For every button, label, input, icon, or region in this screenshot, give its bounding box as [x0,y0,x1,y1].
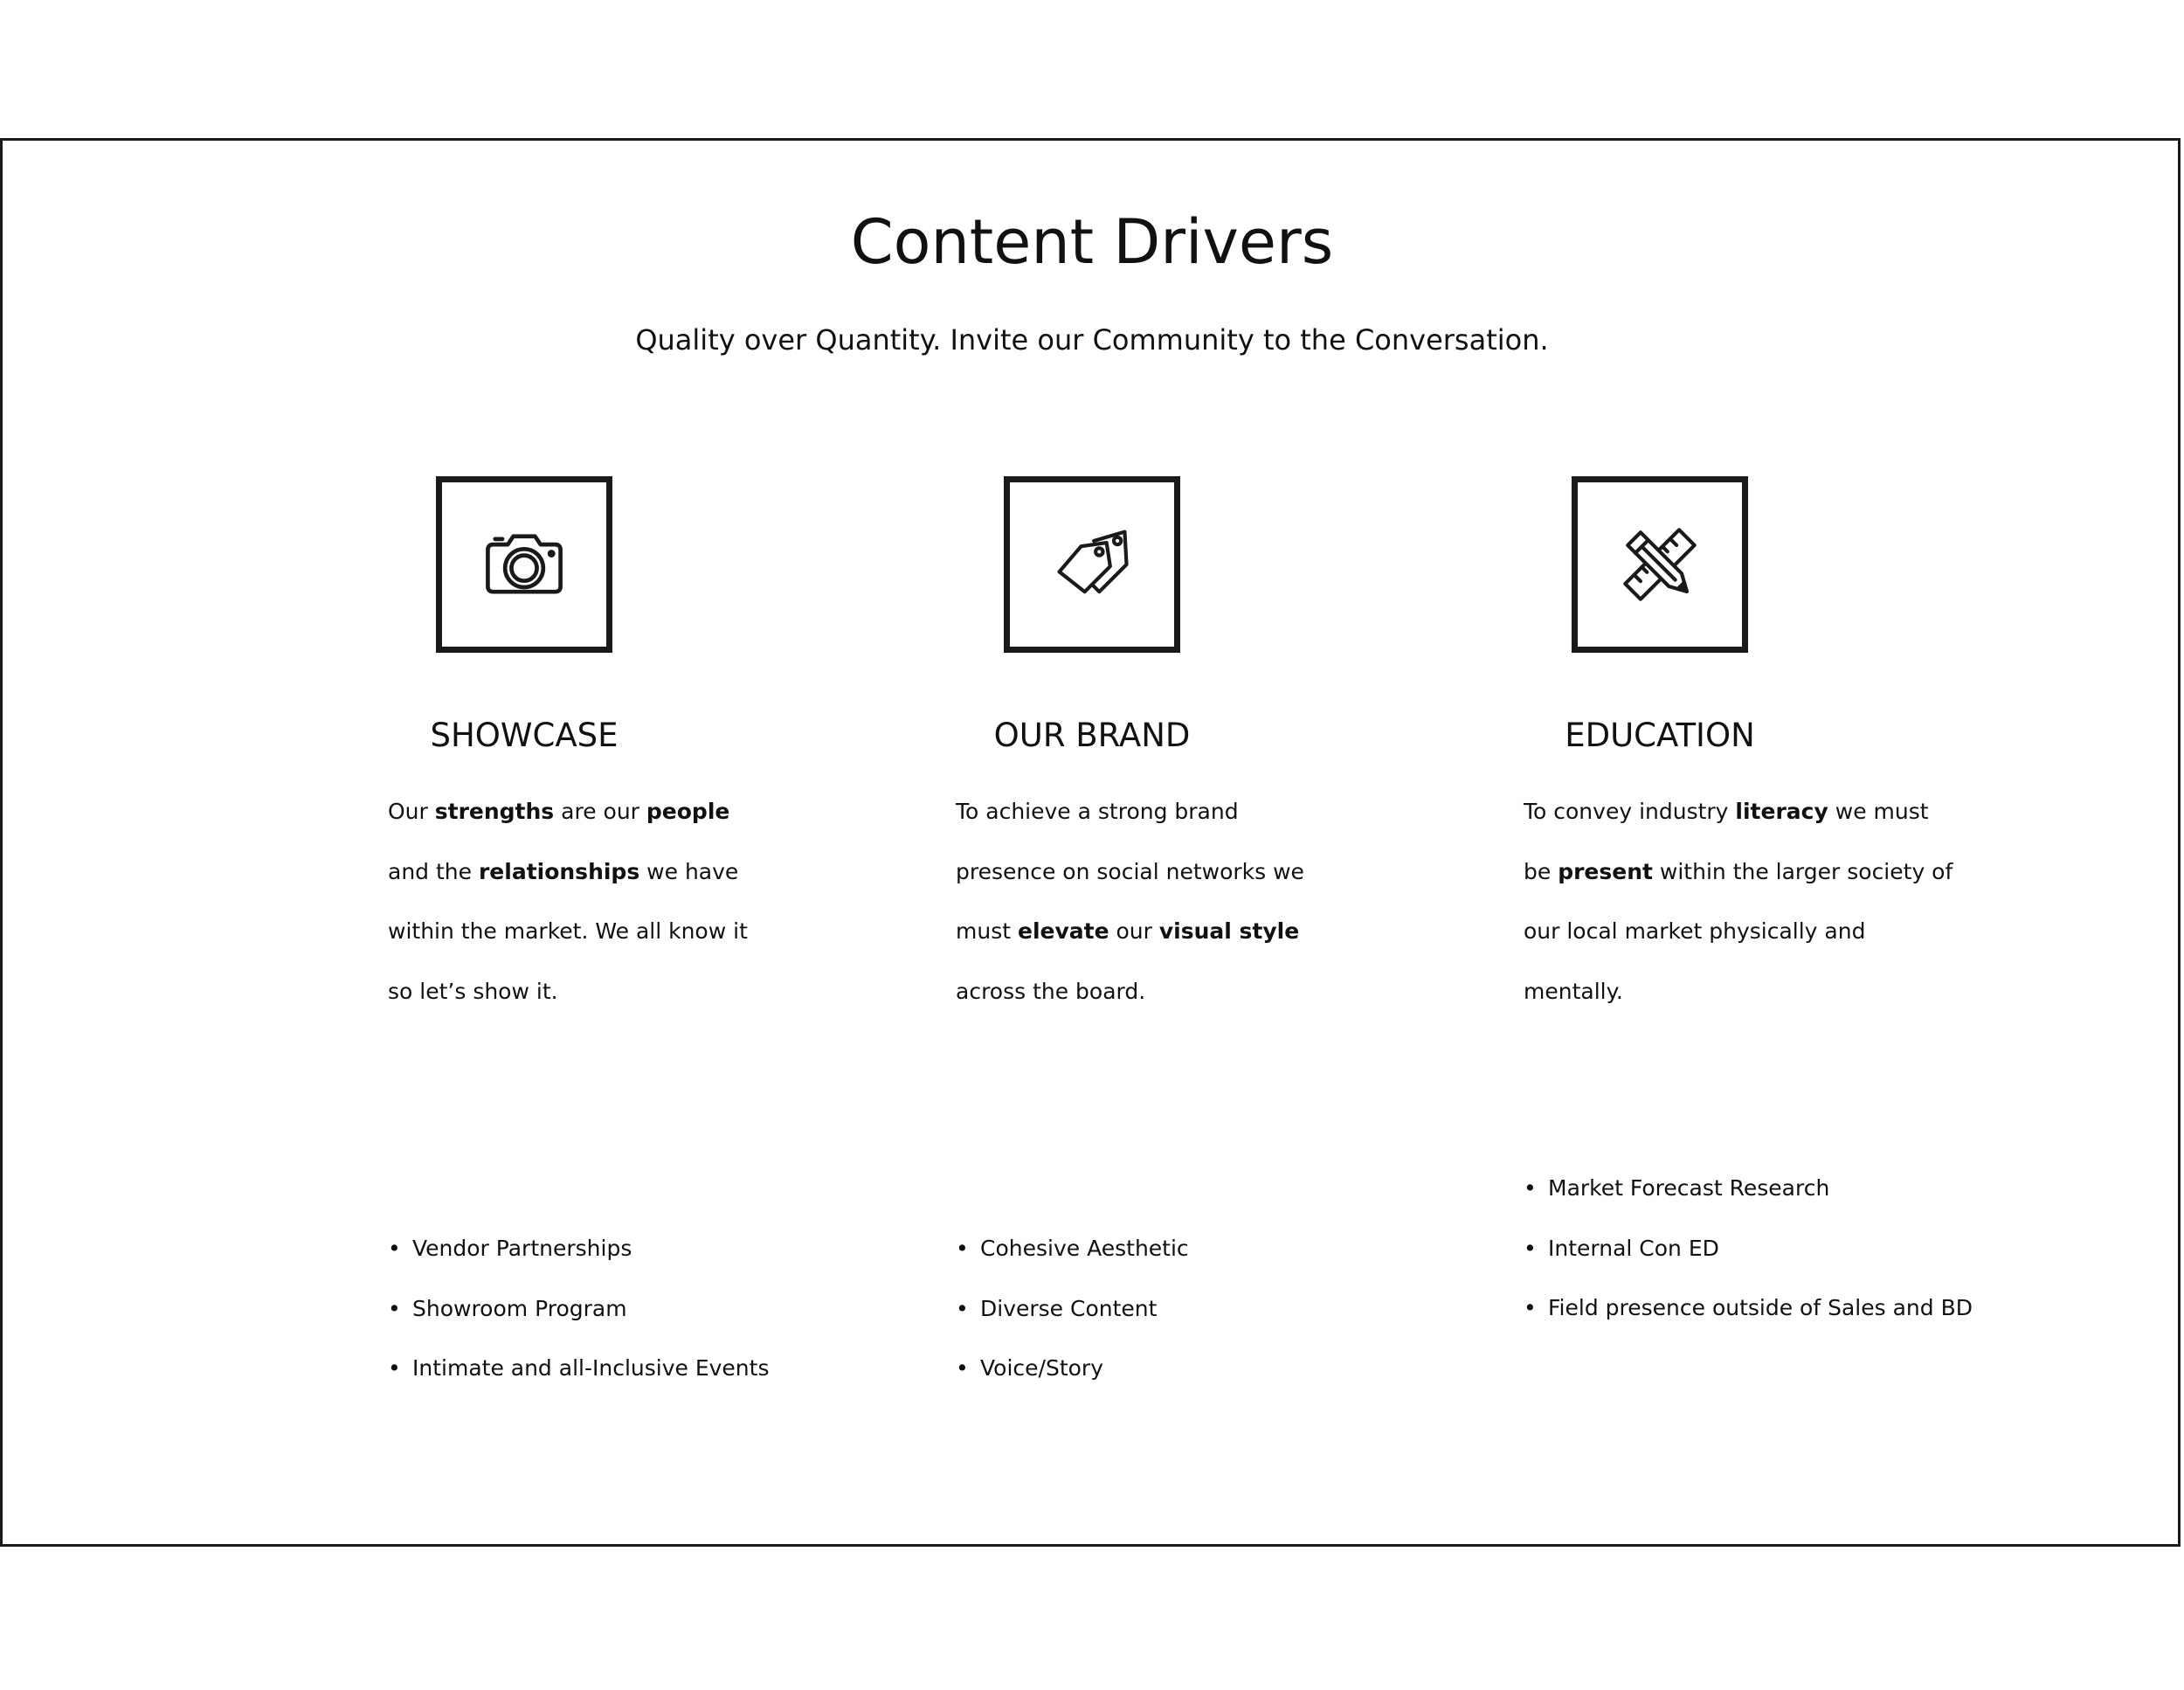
column-showcase: SHOWCASE Our strengths are our people an… [388,0,877,1690]
paragraph-text: To achieve a strong brand presence on so… [956,799,1304,944]
bullet-text: Internal Con ED [1548,1235,1719,1261]
paragraph-text: are our [554,799,646,824]
bullet-dot: • [388,1355,401,1381]
emphasis-text: visual style [1158,918,1300,944]
bullet-list: • Cohesive Aesthetic • Diverse Content • Voic… [956,1219,1393,1399]
bullet-dot: • [956,1236,969,1261]
emphasis-text: literacy [1735,799,1828,824]
paragraph-text: we have within the market. We all know i… [388,858,748,1004]
slide-frame [0,138,2181,1547]
bullet-text: Vendor Partnerships [412,1236,632,1261]
emphasis-text: elevate [1017,918,1109,944]
paragraph-text: and the [388,858,479,884]
bullet-item: • Cohesive Aesthetic [956,1219,1393,1279]
bullet-text: Intimate and all-Inclusive Events [412,1355,770,1381]
paragraph-text: across the board. [956,978,1146,1004]
bullet-item: • Field presence outside of Sales and BD [1524,1278,1973,1339]
column-heading: OUR BRAND [993,717,1191,754]
bullet-item: • Showroom Program [388,1279,825,1340]
bullet-text: Diverse Content [980,1295,1158,1321]
bullet-item: • Vendor Partnerships [388,1219,825,1279]
bullet-dot: • [956,1295,969,1321]
column-heading: EDUCATION [1565,717,1755,754]
bullet-dot: • [1524,1235,1537,1261]
bullet-text: Field presence outside of Sales and BD [1548,1295,1973,1320]
bullet-list: • Market Forecast Research • Internal Con E… [1524,1159,1973,1339]
emphasis-text: relationships [478,858,640,884]
camera-icon [486,534,563,594]
bullet-item: • Diverse Content [956,1279,1393,1340]
paragraph-text: To convey industry [1524,799,1736,824]
column-paragraph: Our strengths are our people and the rel… [388,782,772,1022]
bullet-item: • Intimate and all-Inclusive Events [388,1339,825,1399]
column-our-brand: OUR BRAND To achieve a strong brand pres… [956,0,1445,1690]
paragraph-text: our [1109,918,1159,944]
column-heading: SHOWCASE [430,717,619,754]
emphasis-text: present [1558,858,1653,884]
emphasis-text: strengths [434,799,555,824]
paragraph-text: Our [388,799,435,824]
slide-subtitle: Quality over Quantity. Invite our Commun… [635,323,1549,357]
bullet-text: Showroom Program [412,1295,627,1321]
bullet-dot: • [1524,1175,1537,1201]
paragraph-text: within the larger society of our local m… [1524,858,1953,1004]
pencil-ruler-icon [1623,528,1697,601]
bullet-text: Market Forecast Research [1548,1175,1830,1201]
bullet-dot: • [1524,1295,1537,1320]
bullet-dot: • [388,1295,401,1321]
bullet-item: • Voice/Story [956,1339,1393,1399]
bullet-item: • Market Forecast Research [1524,1159,1960,1219]
bullet-list: • Vendor Partnerships • Showroom Program • In… [388,1219,825,1399]
column-paragraph: To achieve a strong brand presence on so… [956,782,1340,1022]
bullet-text: Cohesive Aesthetic [980,1236,1189,1261]
pencil-ruler-icon-box [1572,476,1748,653]
column-paragraph: To convey industry literacy we must be p… [1524,782,1960,1022]
price-tags-icon [1057,530,1129,594]
paragraph-text: we must be [1524,799,1929,884]
bullet-text: Voice/Story [980,1355,1103,1381]
emphasis-text: people [646,799,730,824]
bullet-dot: • [388,1236,401,1261]
bullet-dot: • [956,1355,969,1381]
price-tags-icon-box [1004,476,1180,653]
slide-title: Content Drivers [850,206,1334,278]
camera-icon-box [436,476,612,653]
bullet-item: • Internal Con ED [1524,1219,1960,1279]
column-education: EDUCATION To convey industry literacy we… [1524,0,2013,1690]
